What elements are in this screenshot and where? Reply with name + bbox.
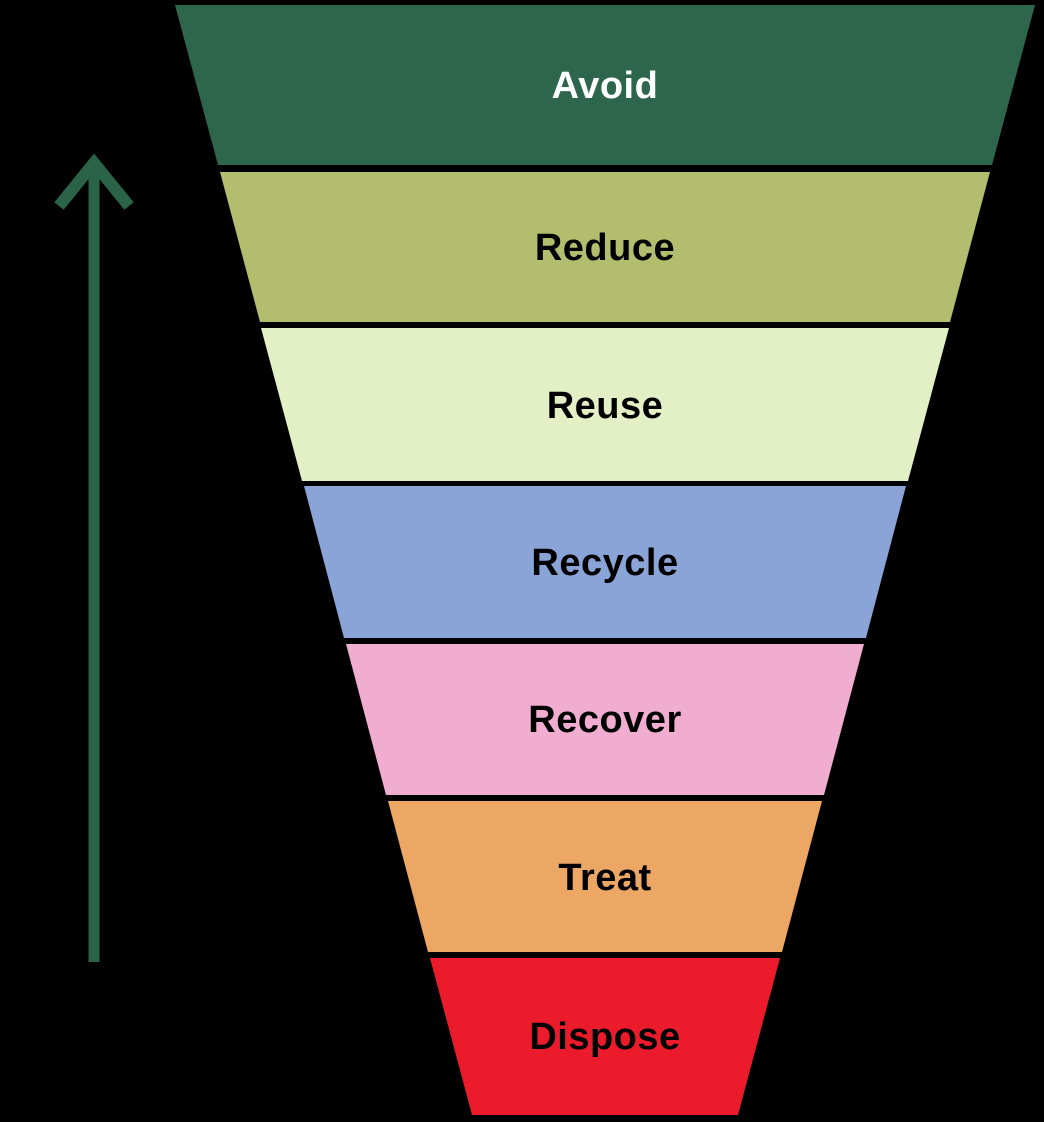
funnel-level-recover-label: Recover xyxy=(528,699,681,741)
funnel-level-reduce: Reduce xyxy=(220,172,990,322)
funnel-level-avoid-shape xyxy=(175,5,1035,165)
funnel-level-avoid-label: Avoid xyxy=(552,65,659,107)
funnel-level-reuse-shape xyxy=(261,328,949,481)
funnel-level-recycle-label: Recycle xyxy=(531,542,678,584)
funnel-level-treat-shape xyxy=(388,801,822,952)
funnel-level-recover: Recover xyxy=(346,644,864,795)
up-arrow-head xyxy=(54,153,134,210)
funnel-level-avoid: Avoid xyxy=(175,5,1035,165)
funnel-level-reuse: Reuse xyxy=(261,328,949,481)
funnel-level-recover-shape xyxy=(346,644,864,795)
funnel-levels: Avoid Reduce Reuse Recycle Recover Treat xyxy=(175,5,1035,1115)
priority-up-arrow xyxy=(54,153,134,962)
funnel-level-reduce-label: Reduce xyxy=(535,227,675,269)
funnel-level-treat-label: Treat xyxy=(558,857,651,899)
funnel-level-dispose-shape xyxy=(430,958,780,1115)
funnel-level-dispose-label: Dispose xyxy=(529,1016,680,1058)
funnel-level-reduce-shape xyxy=(220,172,990,322)
funnel-level-recycle-shape xyxy=(304,486,906,638)
funnel-level-dispose: Dispose xyxy=(430,958,780,1115)
funnel-level-recycle: Recycle xyxy=(304,486,906,638)
funnel-level-reuse-label: Reuse xyxy=(547,385,664,427)
funnel-level-treat: Treat xyxy=(388,801,822,952)
